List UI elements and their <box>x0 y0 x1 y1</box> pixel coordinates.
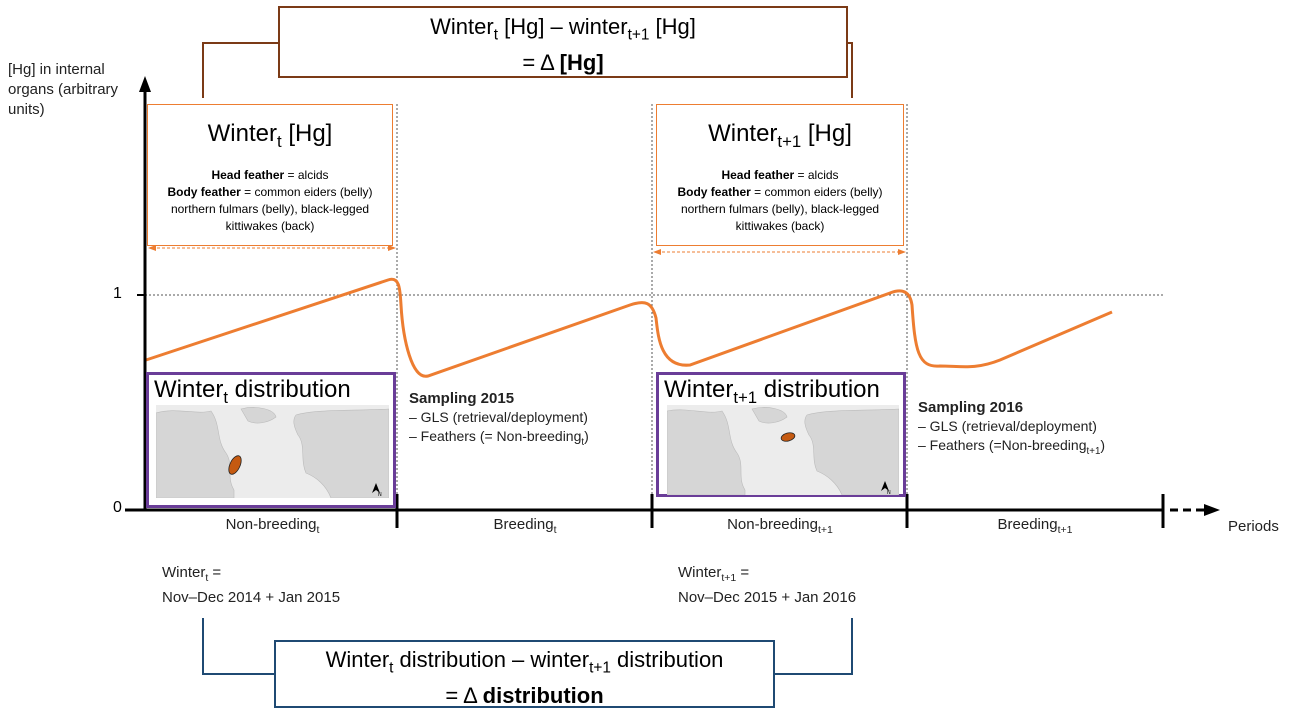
hg-box-body: Head feather = alcids Body feather = com… <box>167 167 373 233</box>
arrow-head <box>148 245 156 251</box>
top-bracket-line-right <box>848 42 853 98</box>
hg-box-body: Head feather = alcids Body feather = com… <box>677 167 883 233</box>
arrow-head <box>388 245 396 251</box>
arrow-head <box>653 249 661 255</box>
bottom-bracket-line-right <box>775 618 853 675</box>
sampling-2015-note: Sampling 2015 – GLS (retrieval/deploymen… <box>409 390 589 448</box>
delta-distribution-box: Wintert distribution – wintert+1 distrib… <box>274 640 775 708</box>
map-graphic: N <box>666 407 900 496</box>
delta-hg-line1: Wintert [Hg] – wintert+1 [Hg] <box>430 14 696 44</box>
hg-concentration-curve <box>145 277 1113 378</box>
winter-t-hg-box: Wintert [Hg] Head feather = alcids Body … <box>147 104 393 246</box>
top-bracket-line <box>202 42 278 98</box>
period-label-breeding-t1: Breedingt+1 <box>997 516 1073 536</box>
period-label-nonbreeding-t: Non-breedingt <box>225 516 320 536</box>
y-axis-label: [Hg] in internal organs (arbitrary units… <box>8 61 119 118</box>
distribution-box-title: Wintert+1 distribution <box>664 376 880 407</box>
map-graphic: N <box>155 407 390 499</box>
winter-t-map: N <box>155 405 390 499</box>
y-axis-arrowhead <box>139 76 151 92</box>
delta-distribution-line1: Wintert distribution – wintert+1 distrib… <box>325 647 724 677</box>
svg-text:N: N <box>887 490 891 495</box>
distribution-box-title: Wintert distribution <box>154 376 351 407</box>
delta-hg-box: Wintert [Hg] – wintert+1 [Hg] = Δ [Hg] <box>278 6 848 78</box>
period-label-breeding-t: Breedingt <box>493 516 557 536</box>
bottom-bracket-line <box>202 618 274 675</box>
winter-t1-map: N <box>666 405 900 496</box>
y-tick-label-one: 1 <box>113 285 122 302</box>
winter-distribution-ellipse <box>780 432 796 442</box>
winter-t1-distribution-box: Wintert+1 distribution N <box>656 372 906 497</box>
hg-box-title: Wintert [Hg] <box>207 120 333 151</box>
winter-t-dates: Wintert = Nov–Dec 2014 + Jan 2015 <box>162 564 341 606</box>
svg-text:N: N <box>378 492 382 498</box>
delta-hg-line2: = Δ [Hg] <box>522 50 604 76</box>
winter-t1-dates: Wintert+1 = Nov–Dec 2015 + Jan 2016 <box>678 564 857 606</box>
arrow-head <box>898 249 906 255</box>
y-tick-label-zero: 0 <box>113 499 122 516</box>
x-axis-label: Periods <box>1228 518 1279 535</box>
north-arrow-icon: N <box>372 483 382 498</box>
hg-box-title: Wintert+1 [Hg] <box>708 120 852 151</box>
delta-distribution-line2: = Δ distribution <box>445 683 604 709</box>
sampling-2016-note: Sampling 2016 – GLS (retrieval/deploymen… <box>918 399 1106 457</box>
winter-t-distribution-box: Wintert distribution N <box>146 372 396 508</box>
winter-t1-hg-box: Wintert+1 [Hg] Head feather = alcids Bod… <box>656 104 904 246</box>
winter-distribution-ellipse <box>228 455 242 475</box>
x-axis-arrowhead <box>1204 504 1220 516</box>
north-arrow-icon: N <box>881 481 891 496</box>
period-label-nonbreeding-t1: Non-breedingt+1 <box>727 516 833 536</box>
